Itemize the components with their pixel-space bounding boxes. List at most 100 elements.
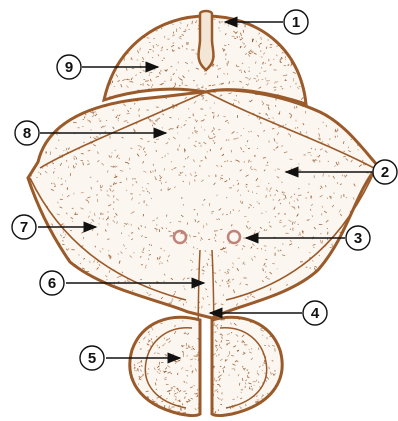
stipple-mark [214, 102, 215, 103]
stipple-mark [292, 294, 293, 296]
stipple-mark [375, 231, 376, 232]
stipple-mark [153, 23, 154, 24]
stipple-mark [86, 297, 88, 298]
stipple-mark [43, 253, 44, 256]
stipple-mark [173, 354, 174, 355]
stipple-mark [376, 123, 379, 124]
stipple-mark [152, 329, 153, 330]
stipple-mark [134, 23, 135, 25]
stipple-mark [315, 90, 317, 91]
stipple-mark [118, 25, 120, 27]
stipple-mark [307, 89, 308, 91]
stipple-mark [128, 296, 129, 297]
stipple-mark [363, 291, 365, 292]
stipple-mark [42, 262, 43, 263]
stipple-mark [135, 14, 137, 15]
stipple-mark [218, 409, 219, 411]
stipple-mark [239, 383, 240, 386]
stipple-mark [178, 48, 180, 49]
stipple-mark [325, 267, 326, 268]
stipple-mark [357, 92, 359, 93]
stipple-mark [36, 177, 37, 178]
stipple-mark [28, 160, 29, 161]
stipple-mark [62, 294, 63, 295]
stipple-mark [322, 94, 323, 96]
stipple-mark [285, 79, 286, 80]
stipple-mark [224, 161, 226, 162]
stipple-mark [89, 280, 90, 281]
stipple-mark [122, 25, 123, 27]
stipple-mark [283, 298, 284, 300]
stipple-mark [337, 182, 338, 184]
stipple-mark [151, 87, 152, 88]
stipple-mark [367, 276, 368, 278]
stipple-mark [164, 36, 165, 38]
stipple-mark [131, 385, 132, 387]
stipple-mark [360, 297, 361, 299]
stipple-mark [281, 341, 283, 342]
stipple-mark [140, 323, 141, 326]
stipple-mark [42, 255, 43, 256]
stipple-mark [340, 313, 342, 315]
stipple-mark [155, 312, 156, 314]
stipple-mark [78, 303, 80, 305]
stipple-mark [315, 276, 316, 279]
stipple-mark [221, 304, 223, 305]
stipple-mark [131, 44, 132, 45]
stipple-mark [162, 157, 163, 158]
stipple-mark [304, 290, 305, 292]
stipple-mark [45, 315, 47, 317]
stipple-mark [56, 92, 59, 93]
stipple-mark [164, 81, 165, 82]
stipple-mark [357, 300, 360, 301]
stipple-mark [37, 281, 38, 284]
stipple-mark [118, 293, 119, 295]
stipple-mark [267, 15, 268, 18]
stipple-mark [244, 161, 245, 163]
stipple-mark [307, 52, 309, 54]
stipple-mark [282, 406, 283, 409]
stipple-mark [182, 351, 183, 352]
stipple-mark [218, 391, 219, 392]
stipple-mark [295, 60, 297, 62]
stipple-mark [277, 310, 279, 311]
stipple-mark [152, 84, 153, 86]
stipple-mark [127, 32, 128, 34]
stipple-mark [56, 88, 57, 89]
stipple-mark [358, 136, 359, 137]
stipple-mark [287, 400, 288, 401]
stipple-mark [153, 25, 154, 28]
stipple-mark [298, 164, 299, 165]
stipple-mark [185, 85, 188, 86]
stipple-mark [151, 416, 152, 419]
stipple-mark [155, 170, 156, 171]
stipple-mark [24, 260, 26, 262]
stipple-mark [298, 41, 300, 44]
stipple-mark [135, 27, 136, 28]
stipple-mark [298, 35, 301, 37]
stipple-mark [343, 249, 346, 251]
stipple-mark [26, 87, 28, 88]
stipple-mark [208, 335, 210, 336]
stipple-mark [377, 277, 378, 278]
stipple-mark [75, 309, 78, 310]
stipple-mark [36, 114, 38, 116]
stipple-mark [256, 81, 257, 82]
stipple-mark [254, 239, 255, 240]
stipple-mark [366, 302, 367, 305]
stipple-mark [356, 270, 357, 271]
callout-number-5: 5 [88, 350, 96, 367]
stipple-mark [125, 30, 128, 31]
stipple-mark [118, 120, 119, 122]
stipple-mark [119, 26, 120, 27]
callout-badge-4: 4 [303, 301, 327, 325]
stipple-mark [31, 278, 33, 280]
stipple-mark [103, 320, 105, 321]
stipple-mark [352, 303, 355, 304]
stipple-mark [168, 187, 169, 190]
stipple-mark [201, 127, 202, 128]
stipple-mark [95, 246, 96, 248]
stipple-mark [149, 334, 150, 336]
stipple-mark [237, 415, 239, 417]
stipple-mark [274, 30, 275, 31]
